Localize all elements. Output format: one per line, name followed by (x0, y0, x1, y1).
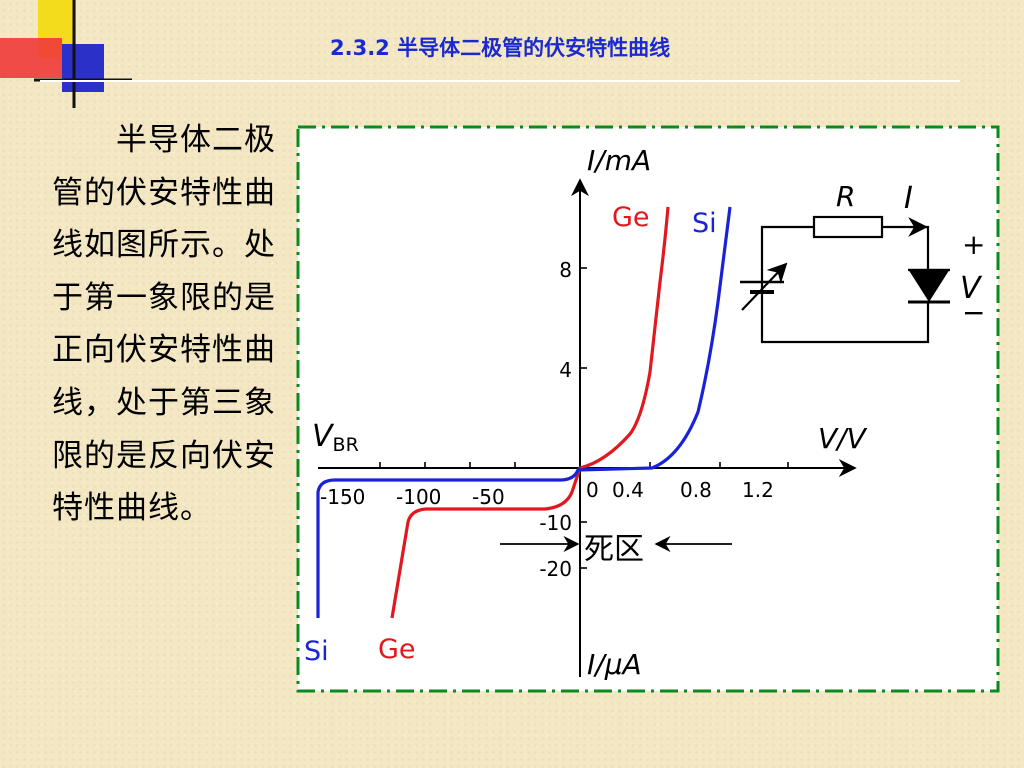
x-axis-ticks (379, 462, 789, 468)
iv-characteristic-diagram: I/mA I/μA V/V VBR 8 4 -10 -20 -150 -100 … (296, 125, 1000, 693)
corner-decoration (0, 0, 132, 108)
vbr-subscript: BR (333, 434, 359, 456)
y-tick-label-neg10: -10 (539, 511, 572, 535)
y-axis-bottom-label: I/μA (587, 648, 642, 681)
voltage-label: V (960, 271, 983, 306)
x-tick-label-0.8: 0.8 (680, 478, 712, 502)
si-curve (316, 206, 732, 618)
x-tick-label-neg100: -100 (396, 485, 441, 509)
x-tick-label-0.4: 0.4 (612, 478, 644, 502)
si-label-top: Si (692, 208, 717, 239)
ge-label-top: Ge (612, 202, 650, 233)
x-tick-label-0: 0 (586, 478, 599, 502)
diode-symbol (908, 268, 950, 303)
y-tick-label-8: 8 (559, 258, 572, 282)
description-text: 半导体二极管的伏安特性曲线如图所示。处于第一象限的是正向伏安特性曲线，处于第三象… (52, 122, 276, 527)
x-tick-label-neg50: -50 (472, 485, 505, 509)
y-tick-label-neg20: -20 (539, 557, 572, 581)
slide-title: 2.3.2 半导体二极管的伏安特性曲线 (330, 36, 671, 60)
vbr-label: VBR (312, 419, 359, 456)
x-axis-label: V/V (818, 422, 868, 455)
y-tick-label-4: 4 (559, 358, 572, 382)
ge-curve (390, 206, 670, 619)
y-axis-top-label: I/mA (587, 144, 651, 177)
resistor-label: R (836, 180, 855, 213)
x-tick-label-1.2: 1.2 (742, 478, 774, 502)
dead-zone-label: 死区 (584, 532, 644, 567)
test-circuit (740, 215, 950, 344)
ge-label-bottom: Ge (378, 634, 416, 665)
minus-label: − (962, 296, 985, 329)
title-divider (40, 80, 960, 82)
vbr-main: V (312, 419, 335, 454)
y-axis-ticks (580, 267, 587, 569)
variable-source-arrow (741, 262, 788, 311)
si-label-bottom: Si (304, 636, 329, 667)
plus-label: + (962, 228, 985, 261)
current-label: I (904, 181, 913, 216)
x-tick-label-neg150: -150 (320, 485, 365, 509)
